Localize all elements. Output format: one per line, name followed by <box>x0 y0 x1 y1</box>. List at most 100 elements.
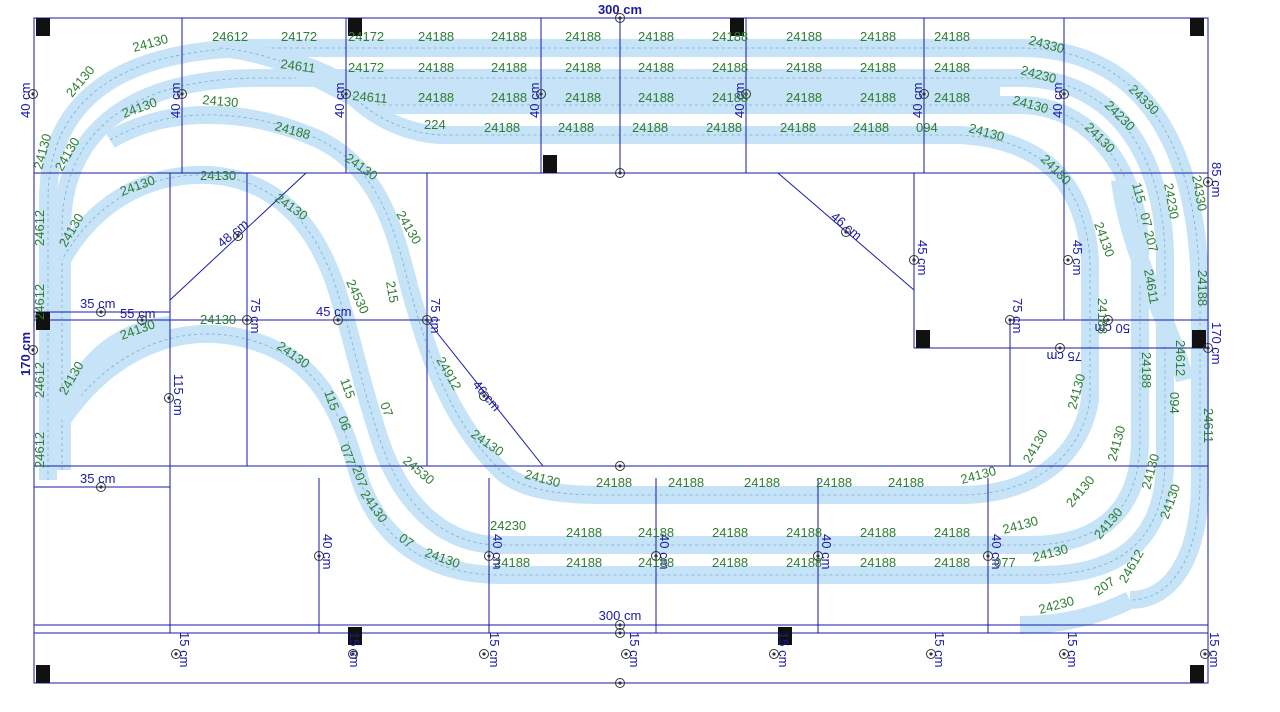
dim-label: 40 cm <box>168 83 183 118</box>
part-label: 094 <box>916 120 938 135</box>
dim-label: 75 cm <box>428 298 443 333</box>
measure-point-marker <box>615 461 625 471</box>
track-left-inner-curve <box>53 316 172 423</box>
part-label: 24330 <box>1189 174 1210 212</box>
track-inner-loop <box>105 73 1099 504</box>
part-label: 24130 <box>1001 513 1040 537</box>
part-label: 24188 <box>638 555 674 570</box>
part-label: 207 <box>1091 574 1117 599</box>
part-label: 24188 <box>786 29 822 44</box>
dim-height-right: 170 cm <box>1209 322 1224 365</box>
measure-point-marker <box>909 255 919 265</box>
part-label: 24188 <box>706 120 742 135</box>
part-label: 24172 <box>348 29 384 44</box>
measure-point-marker <box>536 89 546 99</box>
dim-label: 40 cm <box>1050 83 1065 118</box>
dim-label: 15 cm <box>932 632 947 667</box>
dim-label: 46 cm <box>470 377 504 414</box>
measure-point-marker <box>1055 343 1065 353</box>
part-label: 24188 <box>638 29 674 44</box>
part-label: 24612 <box>1173 340 1188 376</box>
dim-height-left: 170 cm <box>18 332 33 376</box>
part-label: 07 <box>1137 211 1155 229</box>
dim-label: 45 cm <box>316 304 351 319</box>
part-label: 115 <box>337 376 358 401</box>
part-label: 24172 <box>281 29 317 44</box>
part-label: 24612 <box>32 284 47 320</box>
dim-label: 15 cm <box>177 632 192 667</box>
part-label: 24188 <box>558 120 594 135</box>
part-label: 24188 <box>786 90 822 105</box>
measure-point-marker <box>314 551 324 561</box>
dim-label: 40 cm <box>989 534 1004 569</box>
support-leg <box>916 330 930 348</box>
part-label: 24188 <box>638 525 674 540</box>
part-label: 24188 <box>273 118 312 142</box>
support-leg <box>778 627 792 645</box>
part-label: 24130 <box>1063 473 1098 510</box>
part-label: 24612 <box>32 210 47 246</box>
measure-point-marker <box>983 551 993 561</box>
dim-label: 40 cm <box>490 534 505 569</box>
dim-label: 40 cm <box>18 83 33 118</box>
part-label: 24188 <box>712 90 748 105</box>
part-label: 24188 <box>780 120 816 135</box>
part-label: 24188 <box>860 525 896 540</box>
measure-point-marker <box>1005 315 1015 325</box>
measure-point-marker <box>615 13 625 23</box>
dim-label: 75 cm <box>1047 349 1082 364</box>
part-label: 115 <box>321 388 342 413</box>
measure-point-marker <box>341 89 351 99</box>
support-leg <box>543 155 557 173</box>
support-leg <box>36 665 50 683</box>
part-label: 24188 <box>934 555 970 570</box>
measure-point-marker <box>615 628 625 638</box>
support-leg <box>348 18 362 36</box>
part-label: 24188 <box>934 29 970 44</box>
part-label: 24188 <box>934 90 970 105</box>
measure-point-marker <box>1200 649 1210 659</box>
part-label: 24130 <box>200 168 236 183</box>
part-label: 094 <box>1167 392 1182 414</box>
part-label: 24188 <box>712 29 748 44</box>
part-label: 24188 <box>853 120 889 135</box>
part-label: 24611 <box>1141 268 1162 305</box>
track-outer-loop-dash <box>47 47 1201 601</box>
part-label: 24188 <box>1139 352 1154 388</box>
support-leg <box>36 18 50 36</box>
part-label: 24612 <box>212 29 248 44</box>
measure-point-marker <box>242 315 252 325</box>
part-label: 24188 <box>934 60 970 75</box>
support-leg <box>1192 330 1206 348</box>
part-label: 24611 <box>352 88 388 106</box>
measure-point-marker <box>233 231 243 241</box>
part-label: 24188 <box>418 60 454 75</box>
dim-label: 75 cm <box>1010 298 1025 333</box>
part-label: 24188 <box>712 555 748 570</box>
measure-point-marker <box>333 315 343 325</box>
part-label: 24188 <box>816 475 852 490</box>
part-label: 24188 <box>491 90 527 105</box>
support-leg <box>1190 665 1204 683</box>
track-second-loop-dash <box>61 77 1166 576</box>
dim-label: 40 cm <box>332 83 347 118</box>
part-label: 24188 <box>638 90 674 105</box>
part-label: 07 <box>396 530 416 551</box>
part-label: 24188 <box>632 120 668 135</box>
measure-point-marker <box>28 345 38 355</box>
track-inner-loop-dash <box>109 77 1091 496</box>
measure-point-marker <box>741 89 751 99</box>
part-label: 24130 <box>1020 427 1051 466</box>
support-leg <box>730 18 744 36</box>
part-label: 24188 <box>491 29 527 44</box>
measure-point-marker <box>615 168 625 178</box>
part-label: 24188 <box>565 60 601 75</box>
dim-label: 15 cm <box>627 632 642 667</box>
measure-point-marker <box>348 649 358 659</box>
part-label: 215 <box>383 280 402 304</box>
part-label: 224 <box>424 117 446 132</box>
dim-label: 46 cm <box>828 209 865 243</box>
part-label: 24612 <box>32 362 47 398</box>
part-label: 24188 <box>712 60 748 75</box>
